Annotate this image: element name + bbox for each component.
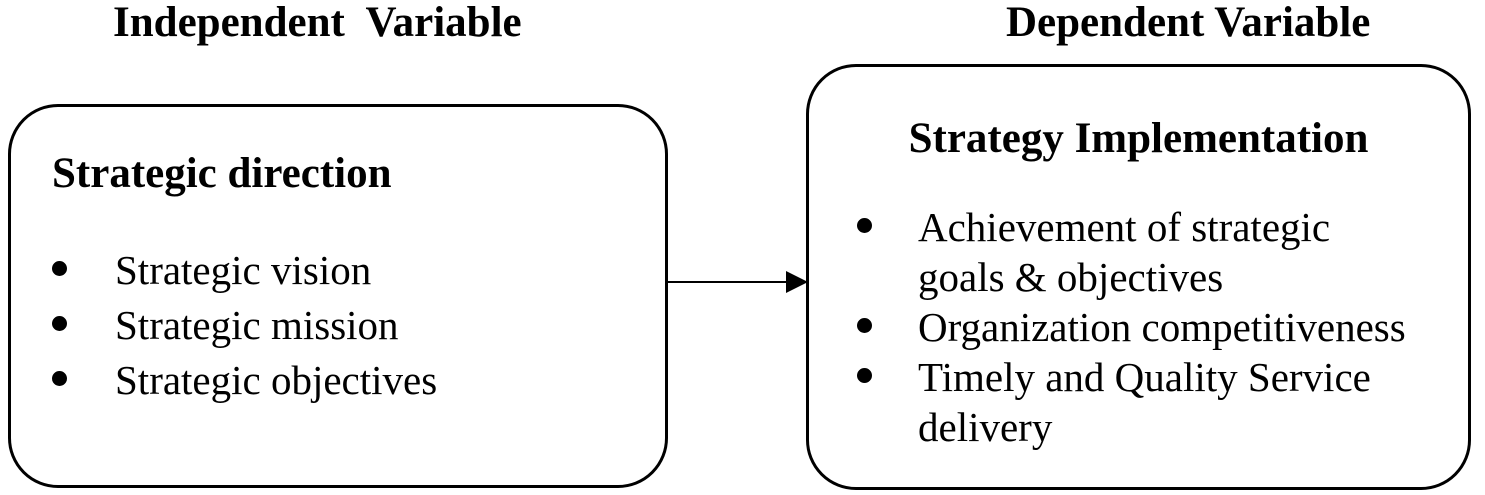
independent-variable-box: Strategic direction Strategic vision Str… bbox=[8, 104, 668, 488]
bullet-marker bbox=[857, 368, 872, 383]
bullet-text: Strategic vision bbox=[115, 247, 372, 293]
list-item: Strategic objectives bbox=[11, 353, 665, 408]
list-item: Strategic vision bbox=[11, 243, 665, 298]
bullet-marker bbox=[52, 371, 67, 386]
bullet-text: Achievement of strategic goals & objecti… bbox=[918, 204, 1331, 300]
bullet-marker bbox=[857, 218, 872, 233]
right-box-bullet-list: Achievement of strategic goals & objecti… bbox=[809, 202, 1468, 452]
bullet-marker bbox=[52, 261, 67, 276]
bullet-text: Strategic objectives bbox=[115, 357, 438, 403]
arrow-line bbox=[668, 281, 792, 283]
left-box-bullet-list: Strategic vision Strategic mission Strat… bbox=[11, 243, 665, 408]
bullet-text: Organization competitiveness bbox=[918, 304, 1406, 350]
arrowhead-icon bbox=[786, 271, 808, 293]
dependent-variable-box: Strategy Implementation Achievement of s… bbox=[806, 64, 1471, 490]
bullet-text: Strategic mission bbox=[115, 302, 399, 348]
dependent-variable-heading: Dependent Variable bbox=[1006, 0, 1371, 46]
independent-variable-heading: Independent Variable bbox=[113, 0, 522, 46]
bullet-marker bbox=[857, 318, 872, 333]
list-item: Strategic mission bbox=[11, 298, 665, 353]
list-item: Achievement of strategic goals & objecti… bbox=[809, 202, 1468, 302]
right-box-title: Strategy Implementation bbox=[908, 115, 1369, 162]
list-item: Organization competitiveness bbox=[809, 302, 1468, 352]
bullet-marker bbox=[52, 316, 67, 331]
left-box-title: Strategic direction bbox=[52, 150, 392, 197]
arrow-connector bbox=[668, 260, 808, 304]
bullet-text: Timely and Quality Service delivery bbox=[918, 354, 1371, 450]
list-item: Timely and Quality Service delivery bbox=[809, 352, 1468, 452]
